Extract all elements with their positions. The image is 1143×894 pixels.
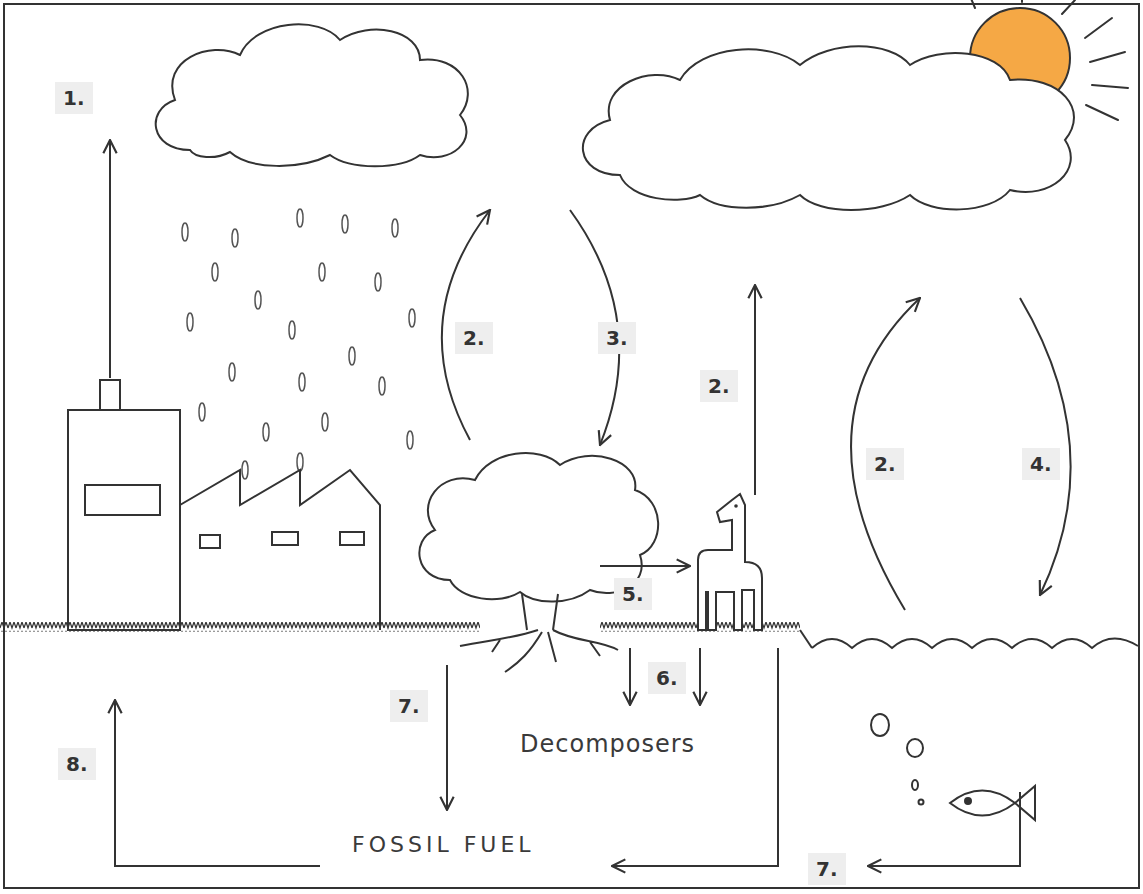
callout-number: 7. xyxy=(390,690,428,722)
rain-cloud xyxy=(156,24,468,166)
callout-number: 5. xyxy=(614,578,652,610)
callout-number: 6. xyxy=(648,662,686,694)
callout-number: 8. xyxy=(58,748,96,780)
callout-number: 7. xyxy=(808,853,846,885)
bubbles xyxy=(871,714,924,805)
sun-cloud xyxy=(583,46,1074,210)
factory xyxy=(68,380,380,630)
callout-number: 2. xyxy=(700,370,738,402)
fish xyxy=(950,786,1035,820)
frame xyxy=(4,4,1139,888)
callout-number: 3. xyxy=(598,322,636,354)
part-label: FOSSIL FUEL xyxy=(352,832,535,857)
water-waves xyxy=(812,638,1138,648)
callout-number: 1. xyxy=(55,82,93,114)
tree xyxy=(419,453,658,672)
callout-number: 2. xyxy=(866,448,904,480)
raindrops xyxy=(182,209,415,479)
shore xyxy=(800,630,812,648)
callout-number: 2. xyxy=(455,322,493,354)
callout-number: 4. xyxy=(1022,448,1060,480)
giraffe xyxy=(698,494,762,630)
ground xyxy=(0,622,480,632)
part-label: Decomposers xyxy=(520,730,695,758)
flow-arrows xyxy=(110,140,1071,866)
